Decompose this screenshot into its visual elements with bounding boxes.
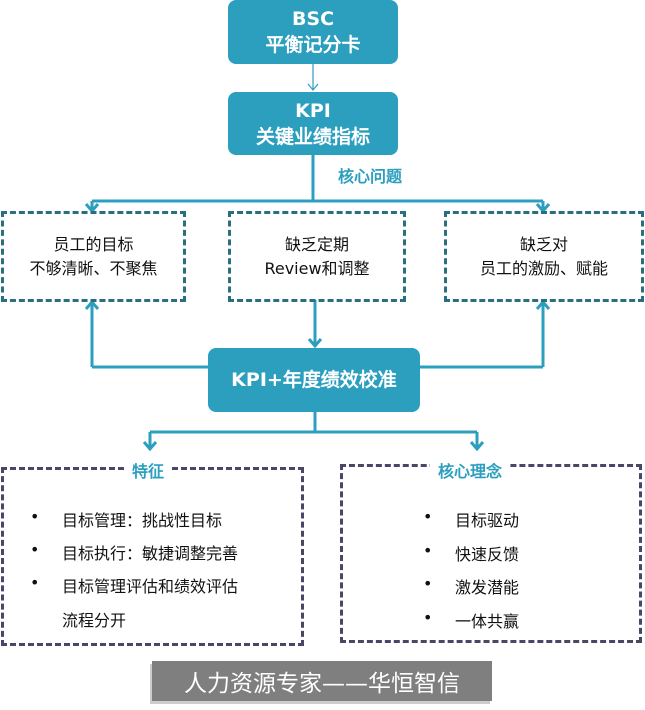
kpi-title: KPI xyxy=(295,99,331,122)
principle-item: •快速反馈 xyxy=(423,541,520,564)
feature-item: •目标执行：敏捷调整完善 xyxy=(30,540,239,563)
principle-item: •激发潜能 xyxy=(423,574,520,597)
issue-box-3: 缺乏对 员工的激励、赋能 xyxy=(444,211,644,302)
bsc-title: BSC xyxy=(291,8,335,30)
feature-item: •目标管理评估和绩效评估 xyxy=(30,573,239,596)
calibration-label: KPI+年度绩效校准 xyxy=(231,369,397,391)
core-issue-label: 核心问题 xyxy=(338,167,403,186)
principle-item: •一体共赢 xyxy=(423,608,520,631)
bsc-subtitle: 平衡记分卡 xyxy=(265,34,361,56)
issue-3-line2: 员工的激励、赋能 xyxy=(479,258,608,278)
issue-1-line2: 不够清晰、不聚焦 xyxy=(29,258,158,278)
kpi-box: KPI 关键业绩指标 xyxy=(228,92,398,155)
issue-2-line1: 缺乏定期 xyxy=(284,234,349,254)
issue-3-line1: 缺乏对 xyxy=(519,234,568,254)
bsc-box: BSC 平衡记分卡 xyxy=(228,0,398,64)
watermark: 人力资源专家——华恒智信 xyxy=(152,661,492,701)
feature-item: •目标管理：挑战性目标 xyxy=(30,507,223,530)
issue-2-line2: Review和调整 xyxy=(264,258,370,278)
principle-item: •目标驱动 xyxy=(423,507,520,530)
calibration-box: KPI+年度绩效校准 xyxy=(208,348,420,412)
principles-title: 核心理念 xyxy=(430,458,511,482)
issue-box-1: 员工的目标 不够清晰、不聚焦 xyxy=(1,211,186,302)
kpi-subtitle: 关键业绩指标 xyxy=(255,125,370,148)
feature-item-continued: 流程分开 xyxy=(62,611,127,630)
issue-1-line1: 员工的目标 xyxy=(53,234,134,254)
features-title: 特征 xyxy=(124,458,173,482)
issue-box-2: 缺乏定期 Review和调整 xyxy=(228,211,406,302)
